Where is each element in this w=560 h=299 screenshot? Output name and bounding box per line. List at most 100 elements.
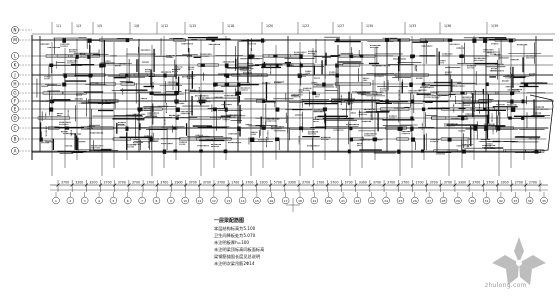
axis-bubble-label: 15: [255, 199, 259, 203]
dimension-value: 3700: [61, 181, 69, 185]
axis-bubble: [66, 196, 74, 205]
wall-double-line: [478, 99, 492, 103]
structural-column: [224, 107, 228, 112]
dimension-value: 1700: [231, 181, 239, 185]
axis-bubble: [482, 196, 491, 205]
structural-column: [349, 137, 353, 142]
axis-bubble: [526, 196, 534, 205]
axis-bubble: [95, 196, 103, 205]
axis-bubble-label: 16: [269, 199, 273, 203]
structural-column: [273, 54, 278, 58]
top-grid-mark: 1/33: [409, 24, 416, 28]
axis-bubble-label: 34: [528, 199, 532, 203]
structural-column: [62, 82, 67, 87]
dimension-value: 3200: [89, 181, 97, 185]
top-grid-mark: 1/23: [302, 24, 309, 28]
axis-bubble-label: H: [13, 82, 16, 87]
axis-bubble: [181, 196, 189, 205]
structural-column: [75, 54, 79, 59]
axis-bubble-label: 29: [456, 199, 460, 203]
axis-bubble: [468, 196, 476, 205]
structural-column: [64, 126, 70, 130]
dimension-value: 3700: [387, 181, 395, 185]
axis-bubble: [11, 114, 19, 122]
wall-double-line: [419, 38, 444, 42]
structural-column: [149, 137, 153, 142]
structural-column: [411, 54, 415, 58]
top-grid-mark: 1/12: [161, 24, 168, 28]
structural-column: [125, 73, 129, 77]
structural-column: [175, 107, 180, 112]
structural-column: [275, 137, 280, 142]
structural-column: [483, 38, 488, 43]
structural-column: [322, 82, 326, 87]
structural-column: [508, 38, 514, 43]
axis-bubble: [152, 196, 161, 205]
structural-column: [409, 82, 413, 87]
axis-bubble-label: 19: [312, 199, 316, 203]
notes-title: 一层梁配筋图: [214, 218, 245, 224]
wall-double-line: [315, 116, 340, 120]
structural-column: [521, 99, 525, 104]
structural-column: [262, 99, 266, 103]
axis-bubble: [11, 26, 19, 34]
structural-column: [198, 99, 203, 104]
wall-double-line: [239, 73, 268, 77]
wall-double-line: [68, 54, 101, 58]
axis-bubble-label: D: [13, 116, 16, 121]
structural-column: [472, 38, 477, 43]
axis-bubble: [296, 196, 304, 205]
structural-column: [224, 82, 230, 87]
structural-column: [49, 107, 53, 112]
axis-bubble-label: 28: [442, 199, 446, 203]
top-grid-mark: 1/36: [444, 24, 451, 28]
axis-bubble-label: 11: [198, 199, 202, 203]
wall-double-line: [396, 137, 409, 141]
axis-bubble-label: 33: [513, 199, 517, 203]
dimension-slash: [240, 183, 245, 187]
structural-column: [484, 126, 488, 131]
dimension-value: 2700: [401, 181, 409, 185]
structural-column: [199, 149, 203, 153]
notes-line: 未注明板厚h=100: [214, 240, 250, 245]
structural-column: [460, 91, 465, 95]
dimension-value: 3700: [430, 181, 438, 185]
axis-bubble: [11, 36, 19, 44]
axis-bubble-label: 26: [413, 199, 417, 203]
axis-bubble: [238, 196, 247, 205]
structural-column: [200, 63, 205, 67]
axis-bubble-label: 5: [112, 199, 114, 203]
structural-column: [410, 126, 414, 131]
structural-column: [63, 73, 67, 78]
structural-column: [508, 116, 512, 120]
axis-bubble: [195, 196, 204, 205]
axis-bubble: [454, 196, 462, 205]
structural-column: [397, 38, 401, 42]
top-grid-mark: 1/1: [56, 24, 61, 28]
dimension-value: 3700: [118, 181, 126, 185]
structural-column: [125, 38, 130, 43]
structural-column: [175, 82, 179, 86]
dimension-slash: [495, 183, 500, 187]
dimension-value: 3700: [203, 181, 211, 185]
dimension-slash: [127, 183, 131, 187]
axis-bubble: [540, 196, 548, 205]
axis-bubble-label: C: [14, 126, 17, 131]
dimension-value: 1700: [415, 181, 423, 185]
dimension-slash: [297, 183, 301, 187]
wall-double-line: [503, 149, 526, 153]
dimension-value: 3300: [500, 181, 508, 185]
dimension-value: 2900: [174, 181, 182, 185]
dimension-value: 3700: [104, 181, 112, 185]
structural-column: [461, 116, 465, 121]
dimension-value: 3700: [217, 181, 225, 185]
structural-column: [336, 38, 340, 42]
dimension-value: 3300: [359, 181, 367, 185]
axis-bubble: [210, 196, 218, 205]
structural-column: [421, 149, 425, 153]
structural-column: [175, 116, 179, 120]
structural-column: [163, 73, 167, 78]
